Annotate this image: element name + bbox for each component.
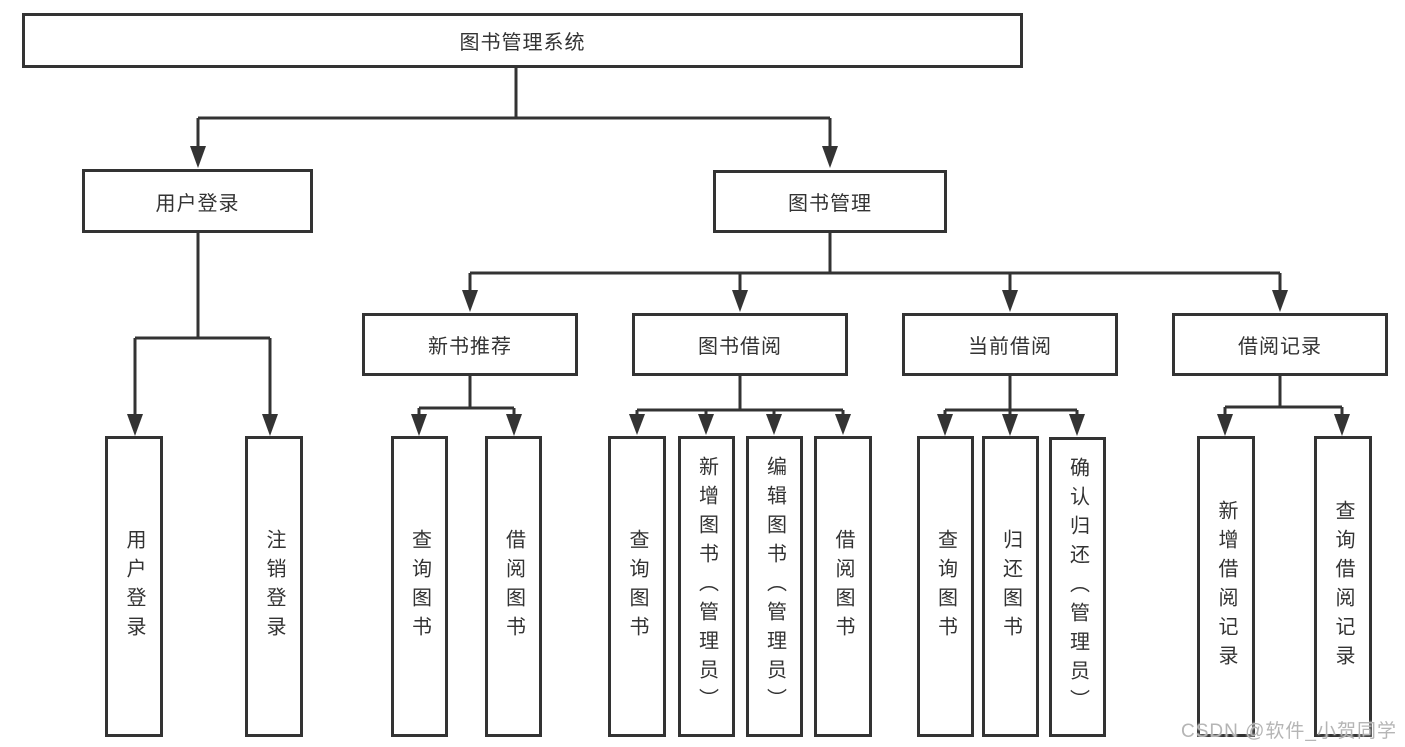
node-new-book-recommendation: 新书推荐: [362, 313, 578, 376]
node-borrowing-records: 借阅记录: [1172, 313, 1388, 376]
leaf-logout: 注销登录: [245, 436, 303, 737]
arrow-down-icon: [822, 146, 838, 168]
leaf-return-book: 归还图书: [982, 436, 1039, 737]
leaf-user-login: 用户登录: [105, 436, 163, 737]
leaf-borrow-book-borrowing: 借阅图书: [814, 436, 872, 737]
arrow-down-icon: [506, 414, 522, 436]
arrow-down-icon: [1334, 414, 1350, 436]
node-label: 图书管理: [788, 193, 872, 215]
node-label: 查询图书: [934, 528, 957, 645]
arrow-down-icon: [262, 414, 278, 436]
arrow-down-icon: [766, 414, 782, 435]
leaf-add-book-admin: 新增图书（管理员）: [678, 436, 735, 737]
arrow-down-icon: [411, 414, 427, 436]
leaf-query-book-newrec: 查询图书: [391, 436, 448, 737]
arrow-down-icon: [1002, 290, 1018, 312]
node-label: 归还图书: [999, 528, 1022, 645]
node-book-borrowing: 图书借阅: [632, 313, 848, 376]
arrow-down-icon: [190, 146, 206, 168]
arrow-down-icon: [732, 290, 748, 312]
arrow-down-icon: [462, 290, 478, 312]
arrow-down-icon: [937, 414, 953, 436]
arrow-down-icon: [1002, 414, 1018, 436]
node-label: 图书管理系统: [459, 32, 586, 54]
node-current-borrowing: 当前借阅: [902, 313, 1118, 376]
arrow-down-icon: [835, 414, 851, 435]
leaf-add-borrow-record: 新增借阅记录: [1197, 436, 1255, 737]
node-label: 查询图书: [626, 528, 648, 645]
leaf-query-book-current: 查询图书: [917, 436, 974, 737]
node-library-management-system: 图书管理系统: [22, 13, 1023, 68]
node-label: 用户登录: [155, 192, 240, 215]
node-label: 确认归还（管理员）: [1066, 456, 1089, 718]
node-book-management: 图书管理: [713, 170, 947, 233]
watermark: CSDN @软件_小贺同学: [1181, 721, 1397, 742]
node-label: 新书推荐: [428, 336, 512, 358]
arrow-down-icon: [1272, 290, 1288, 312]
node-label: 编辑图书（管理员）: [763, 456, 786, 717]
arrow-down-icon: [698, 414, 714, 435]
node-user-login: 用户登录: [82, 169, 313, 233]
arrow-down-icon: [1217, 414, 1233, 436]
arrow-down-icon: [1069, 414, 1085, 436]
arrow-down-icon: [127, 414, 143, 436]
leaf-query-borrow-record: 查询借阅记录: [1314, 436, 1372, 737]
node-label: 借阅图书: [832, 528, 854, 645]
node-label: 新增借阅记录: [1215, 499, 1237, 674]
node-label: 借阅记录: [1238, 336, 1322, 358]
leaf-borrow-book-newrec: 借阅图书: [485, 436, 542, 737]
node-label: 当前借阅: [968, 336, 1052, 358]
node-label: 借阅图书: [502, 528, 525, 645]
arrow-down-icon: [629, 414, 645, 435]
node-label: 查询借阅记录: [1332, 499, 1354, 674]
leaf-confirm-return-admin: 确认归还（管理员）: [1049, 437, 1106, 737]
node-label: 用户登录: [123, 528, 145, 645]
leaf-edit-book-admin: 编辑图书（管理员）: [746, 436, 803, 737]
node-label: 查询图书: [408, 528, 431, 645]
leaf-query-book-borrowing: 查询图书: [608, 436, 666, 737]
node-label: 图书借阅: [698, 336, 782, 358]
node-label: 新增图书（管理员）: [695, 456, 718, 717]
node-label: 注销登录: [263, 528, 285, 645]
